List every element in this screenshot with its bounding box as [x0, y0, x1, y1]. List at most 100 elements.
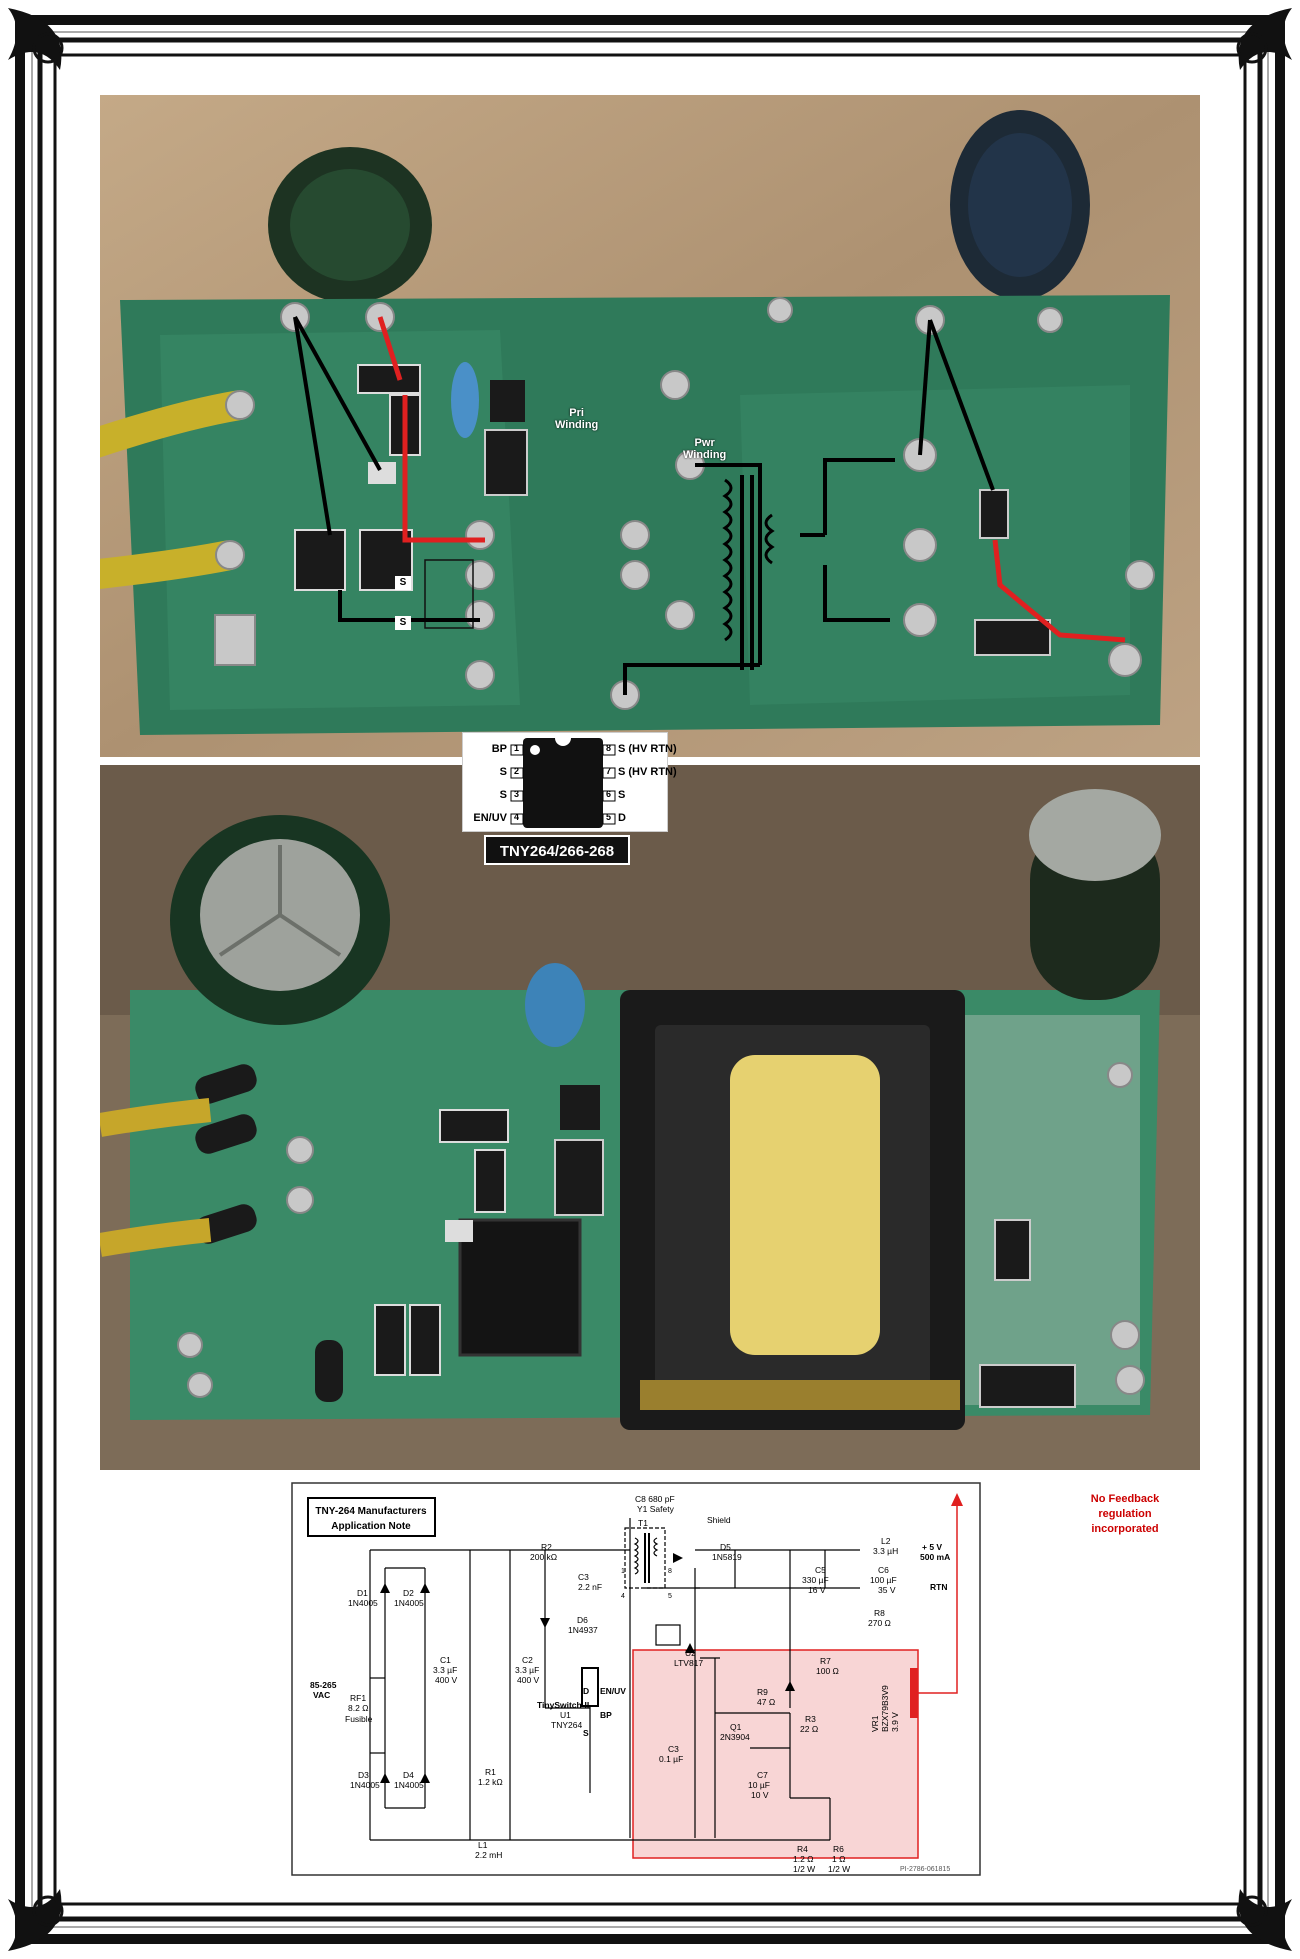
label-d4-2: 1N4005 — [394, 1780, 424, 1790]
label-q1-1: Q1 — [730, 1722, 742, 1732]
label-t-pin1: 1 — [621, 1568, 625, 1575]
label-u2-2: LTV817 — [674, 1658, 703, 1668]
pin8-num: 8 — [606, 743, 612, 753]
label-vr1-2: BZX79B3V9 — [880, 1685, 890, 1732]
label-c1-3: 400 V — [435, 1675, 458, 1685]
label-l2-1: L2 — [881, 1536, 891, 1546]
feedback-note: No Feedback regulation incorporated — [1050, 1492, 1200, 1537]
label-u1-1: TinySwitch-II — [537, 1700, 589, 1710]
label-c5-3: 16 V — [808, 1585, 826, 1595]
pin5-name: D — [618, 812, 626, 824]
label-out-v1: + 5 V — [922, 1542, 942, 1552]
label-u1-2: U1 — [560, 1710, 571, 1720]
schematic-title-line2: Application Note — [331, 1521, 411, 1532]
ic-pinout-diagram: BP S S EN/UV 1 2 3 4 8 7 6 5 S (HV RTN) … — [462, 732, 677, 832]
label-c1-2: 3.3 µF — [433, 1665, 457, 1675]
ic-body-graphic — [510, 738, 616, 828]
label-c5-2: 330 µF — [802, 1575, 829, 1585]
label-r2-2: 200 kΩ — [530, 1552, 557, 1562]
label-d2-2: 1N4005 — [394, 1598, 424, 1608]
label-r3-1: R3 — [805, 1714, 816, 1724]
pri-winding-line2: Winding — [555, 419, 599, 431]
pwr-winding-line1: Pwr — [694, 437, 715, 449]
feedback-note-line2: regulation — [1098, 1508, 1152, 1520]
label-in-v1: 85-265 — [310, 1680, 337, 1690]
label-vr1-1: VR1 — [870, 1715, 880, 1732]
label-l1-1: L1 — [478, 1840, 488, 1850]
label-d4-1: D4 — [403, 1770, 414, 1780]
label-d3-2: 1N4005 — [350, 1780, 380, 1790]
pwr-winding-label: Pwr Winding — [683, 437, 726, 461]
schematic-panel: TNY-264 Manufacturers Application Note — [100, 1478, 1200, 1880]
label-d1-1: D1 — [357, 1588, 368, 1598]
pin3-num: 3 — [514, 789, 520, 799]
label-t-pin8: 8 — [668, 1568, 672, 1575]
label-d-pin: D — [583, 1686, 589, 1696]
pin6-num: 6 — [606, 789, 612, 799]
label-in-v2: VAC — [313, 1690, 330, 1700]
pin4-num: 4 — [514, 812, 520, 822]
label-l2-2: 3.3 µH — [873, 1546, 898, 1556]
label-shield: Shield — [707, 1515, 731, 1525]
pcb-underside-graphic — [100, 95, 1200, 757]
label-r6-1: R6 — [833, 1844, 844, 1854]
label-d3-1: D3 — [358, 1770, 369, 1780]
label-vr1-3: 3.9 V — [890, 1712, 900, 1732]
label-r8-1: R8 — [874, 1608, 885, 1618]
pin7-name: S (HV RTN) — [618, 766, 677, 778]
label-c2-2: 3.3 µF — [515, 1665, 539, 1675]
label-r1-1: R1 — [485, 1767, 496, 1777]
label-c2-3: 400 V — [517, 1675, 540, 1685]
label-q1-2: 2N3904 — [720, 1732, 750, 1742]
pcb-topside-photo — [100, 765, 1200, 1470]
label-l1-2: 2.2 mH — [475, 1850, 502, 1860]
label-r7-2: 100 Ω — [816, 1666, 839, 1676]
label-d5-1: D5 — [720, 1542, 731, 1552]
label-r2-1: R2 — [541, 1542, 552, 1552]
label-r4-3: 1/2 W — [793, 1864, 815, 1874]
feedback-note-line3: incorporated — [1091, 1523, 1159, 1535]
label-c5-1: C5 — [815, 1565, 826, 1575]
pin2-name: S — [499, 766, 507, 778]
label-c8-1: C8 680 pF — [635, 1494, 675, 1504]
label-d6-2: 1N4937 — [568, 1625, 598, 1635]
label-c1-1: C1 — [440, 1655, 451, 1665]
label-en-uv: EN/UV — [600, 1686, 626, 1696]
label-doc-id: PI-2786-061815 — [900, 1866, 950, 1873]
label-rtn: RTN — [930, 1582, 947, 1592]
label-c7-3: 10 V — [751, 1790, 769, 1800]
s-marker-1: S — [395, 576, 411, 590]
pin3-name: S — [499, 789, 507, 801]
label-r7-1: R7 — [820, 1656, 831, 1666]
label-out-v2: 500 mA — [920, 1552, 950, 1562]
pcb-underside-photo: Pri Winding Pwr Winding S S — [100, 95, 1200, 757]
label-r1-2: 1.2 kΩ — [478, 1777, 503, 1787]
pri-winding-line1: Pri — [569, 407, 584, 419]
label-r4-1: R4 — [797, 1844, 808, 1854]
label-u1-3: TNY264 — [551, 1720, 582, 1730]
pwr-winding-line2: Winding — [683, 449, 727, 461]
pin1-name: BP — [491, 743, 507, 755]
label-d1-2: 1N4005 — [348, 1598, 378, 1608]
label-c3a-1: C3 — [578, 1572, 589, 1582]
feedback-highlight-region — [632, 1649, 919, 1859]
label-r4-2: 1.2 Ω — [793, 1854, 814, 1864]
label-c6-1: C6 — [878, 1565, 889, 1575]
pin1-num: 1 — [514, 743, 520, 753]
label-d6-1: D6 — [577, 1615, 588, 1625]
label-r9-1: R9 — [757, 1687, 768, 1697]
label-rf1-3: Fusible — [345, 1714, 373, 1724]
label-c6-3: 35 V — [878, 1585, 896, 1595]
label-c3b-1: C3 — [668, 1744, 679, 1754]
label-c8-2: Y1 Safety — [637, 1504, 675, 1514]
pin6-name: S — [618, 789, 626, 801]
schematic-diagram: TNY-264 Manufacturers Application Note — [100, 1478, 1200, 1880]
label-s-pin: S — [583, 1728, 589, 1738]
label-t-pin5: 5 — [668, 1593, 672, 1600]
pin2-num: 2 — [514, 766, 520, 776]
label-rf1-1: RF1 — [350, 1693, 366, 1703]
label-r6-3: 1/2 W — [828, 1864, 850, 1874]
label-c3a-2: 2.2 nF — [578, 1582, 602, 1592]
pin5-num: 5 — [606, 812, 612, 822]
